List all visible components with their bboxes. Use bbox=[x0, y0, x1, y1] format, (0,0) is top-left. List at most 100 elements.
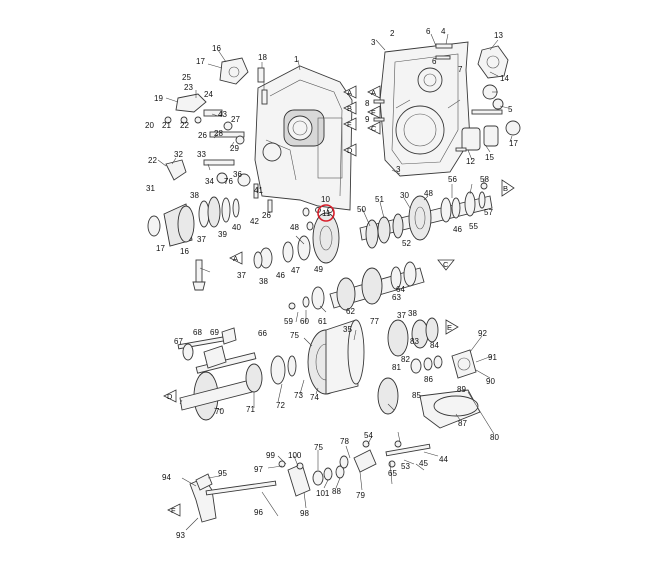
callout-6[interactable]: 6 bbox=[432, 57, 437, 66]
callout-3[interactable]: 3 bbox=[396, 165, 401, 174]
callout-91[interactable]: 91 bbox=[488, 353, 497, 362]
callout-27[interactable]: 27 bbox=[231, 115, 240, 124]
callout-76[interactable]: 76 bbox=[224, 177, 233, 186]
callout-101[interactable]: 101 bbox=[316, 489, 330, 498]
callout-22[interactable]: 22 bbox=[148, 156, 157, 165]
callout-43[interactable]: 43 bbox=[218, 110, 227, 119]
callout-7[interactable]: 7 bbox=[458, 65, 463, 74]
callout-64[interactable]: 64 bbox=[396, 285, 405, 294]
callout-42[interactable]: 42 bbox=[250, 217, 259, 226]
callout-79[interactable]: 79 bbox=[356, 491, 365, 500]
callout-37[interactable]: 37 bbox=[397, 311, 406, 320]
callout-53[interactable]: 53 bbox=[401, 462, 410, 471]
callout-61[interactable]: 61 bbox=[318, 317, 327, 326]
callout-81[interactable]: 81 bbox=[392, 363, 401, 372]
callout-29[interactable]: 29 bbox=[230, 144, 239, 153]
callout-70[interactable]: 70 bbox=[215, 407, 224, 416]
callout-95[interactable]: 95 bbox=[218, 469, 227, 478]
callout-16[interactable]: 16 bbox=[212, 44, 221, 53]
callout-9[interactable]: 9 bbox=[365, 115, 370, 124]
callout-73[interactable]: 73 bbox=[294, 391, 303, 400]
callout-49[interactable]: 49 bbox=[314, 265, 323, 274]
callout-72[interactable]: 72 bbox=[276, 401, 285, 410]
callout-38[interactable]: 38 bbox=[190, 191, 199, 200]
callout-93[interactable]: 93 bbox=[176, 531, 185, 540]
callout-5[interactable]: 5 bbox=[508, 105, 513, 114]
callout-58[interactable]: 58 bbox=[480, 175, 489, 184]
callout-67[interactable]: 67 bbox=[174, 337, 183, 346]
callout-33[interactable]: 33 bbox=[197, 150, 206, 159]
callout-12[interactable]: 12 bbox=[466, 157, 475, 166]
callout-54[interactable]: 54 bbox=[364, 431, 373, 440]
callout-38[interactable]: 38 bbox=[259, 277, 268, 286]
callout-74[interactable]: 74 bbox=[310, 393, 319, 402]
callout-10[interactable]: 10 bbox=[321, 195, 330, 204]
callout-78[interactable]: 78 bbox=[340, 437, 349, 446]
callout-75[interactable]: 75 bbox=[290, 331, 299, 340]
callout-26[interactable]: 26 bbox=[262, 211, 271, 220]
callout-63[interactable]: 63 bbox=[392, 293, 401, 302]
callout-48[interactable]: 48 bbox=[290, 223, 299, 232]
callout-55[interactable]: 55 bbox=[469, 222, 478, 231]
callout-36[interactable]: 36 bbox=[233, 170, 242, 179]
callout-19[interactable]: 19 bbox=[154, 94, 163, 103]
callout-48[interactable]: 48 bbox=[424, 189, 433, 198]
callout-52[interactable]: 52 bbox=[402, 239, 411, 248]
callout-41[interactable]: 41 bbox=[254, 186, 263, 195]
callout-38[interactable]: 38 bbox=[408, 309, 417, 318]
callout-14[interactable]: 14 bbox=[500, 74, 509, 83]
callout-22[interactable]: 22 bbox=[180, 121, 189, 130]
callout-1[interactable]: 1 bbox=[294, 55, 299, 64]
callout-46[interactable]: 46 bbox=[276, 271, 285, 280]
callout-44[interactable]: 44 bbox=[439, 455, 448, 464]
callout-2[interactable]: 2 bbox=[390, 29, 395, 38]
callout-99[interactable]: 99 bbox=[266, 451, 275, 460]
callout-17[interactable]: 17 bbox=[509, 139, 518, 148]
callout-35[interactable]: 35 bbox=[343, 325, 352, 334]
callout-26[interactable]: 26 bbox=[198, 131, 207, 140]
callout-32[interactable]: 32 bbox=[174, 150, 183, 159]
callout-24[interactable]: 24 bbox=[204, 90, 213, 99]
callout-86[interactable]: 86 bbox=[424, 375, 433, 384]
callout-46[interactable]: 46 bbox=[453, 225, 462, 234]
callout-96[interactable]: 96 bbox=[254, 508, 263, 517]
callout-23[interactable]: 23 bbox=[184, 83, 193, 92]
callout-18[interactable]: 18 bbox=[258, 53, 267, 62]
callout-8[interactable]: 8 bbox=[365, 99, 370, 108]
callout-30[interactable]: 30 bbox=[400, 191, 409, 200]
callout-69[interactable]: 69 bbox=[210, 328, 219, 337]
callout-59[interactable]: 59 bbox=[284, 317, 293, 326]
callout-37[interactable]: 37 bbox=[237, 271, 246, 280]
callout-25[interactable]: 25 bbox=[182, 73, 191, 82]
callout-75[interactable]: 75 bbox=[314, 443, 323, 452]
callout-85[interactable]: 85 bbox=[412, 391, 421, 400]
callout-71[interactable]: 71 bbox=[246, 405, 255, 414]
callout-82[interactable]: 82 bbox=[401, 355, 410, 364]
callout-84[interactable]: 84 bbox=[430, 341, 439, 350]
callout-37[interactable]: 37 bbox=[197, 235, 206, 244]
callout-68[interactable]: 68 bbox=[193, 328, 202, 337]
callout-100[interactable]: 100 bbox=[288, 451, 302, 460]
callout-17[interactable]: 17 bbox=[196, 57, 205, 66]
callout-51[interactable]: 51 bbox=[375, 195, 384, 204]
callout-83[interactable]: 83 bbox=[410, 337, 419, 346]
callout-92[interactable]: 92 bbox=[478, 329, 487, 338]
callout-87[interactable]: 87 bbox=[458, 419, 467, 428]
callout-60[interactable]: 60 bbox=[300, 317, 309, 326]
callout-50[interactable]: 50 bbox=[357, 205, 366, 214]
callout-89[interactable]: 89 bbox=[457, 385, 466, 394]
callout-31[interactable]: 31 bbox=[146, 184, 155, 193]
callout-65[interactable]: 65 bbox=[388, 469, 397, 478]
callout-56[interactable]: 56 bbox=[448, 175, 457, 184]
callout-34[interactable]: 34 bbox=[205, 177, 214, 186]
callout-57[interactable]: 57 bbox=[484, 208, 493, 217]
callout-6[interactable]: 6 bbox=[426, 27, 431, 36]
callout-17[interactable]: 17 bbox=[156, 244, 165, 253]
callout-97[interactable]: 97 bbox=[254, 465, 263, 474]
callout-11[interactable]: 11 bbox=[322, 209, 331, 218]
callout-3[interactable]: 3 bbox=[371, 38, 376, 47]
callout-47[interactable]: 47 bbox=[291, 266, 300, 275]
callout-88[interactable]: 88 bbox=[332, 487, 341, 496]
callout-77[interactable]: 77 bbox=[370, 317, 379, 326]
callout-21[interactable]: 21 bbox=[162, 121, 171, 130]
